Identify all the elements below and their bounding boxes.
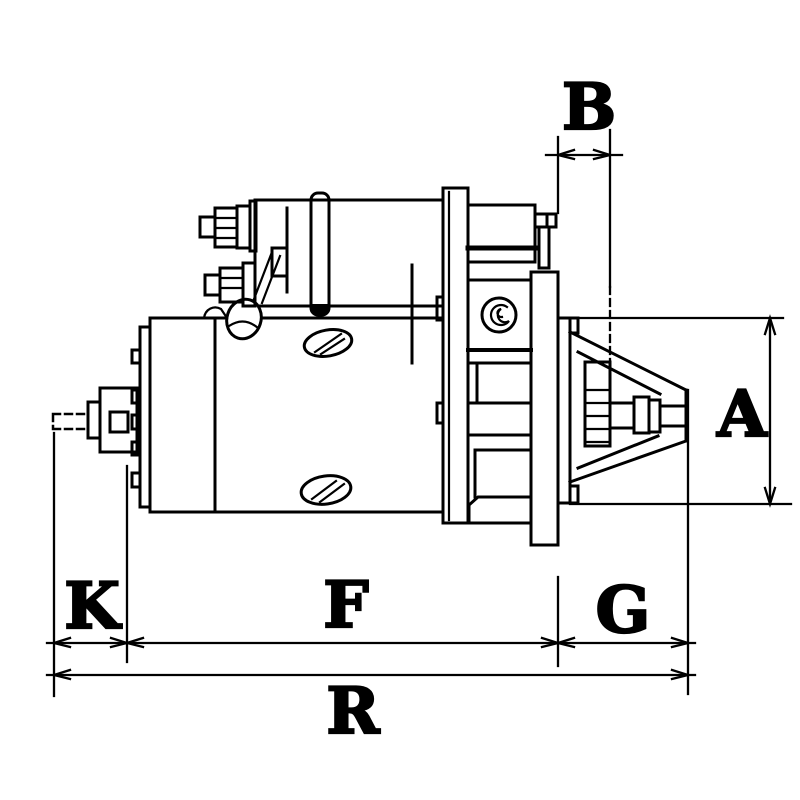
drive-housing [466,278,533,525]
pinion-shaft [608,401,636,430]
terminal-stud-lower [203,261,257,308]
mounting-flange [529,270,560,547]
dimension-arrowheads [49,148,777,681]
motor-body [148,263,445,514]
dimension-labels: B A K F G R [63,69,769,750]
dimension-annotations: B A K F G R [45,69,793,750]
extension-lines [52,128,793,698]
dimension-lines [45,153,772,677]
drive-end-bracket [556,316,689,505]
dimension-label-k: K [64,569,122,644]
dimension-label-g: G [596,573,651,648]
starter-motor [51,186,689,547]
pinion-gear [583,360,688,448]
body-screw-lower [299,474,353,506]
dimension-label-r: R [326,674,380,749]
dimension-label-a: A [716,377,768,452]
dimension-label-b: B [562,70,616,145]
rubber-boot [225,297,263,341]
solenoid-end-cap [465,203,558,270]
housing-screw-head [480,296,518,334]
bearing-plate [435,186,470,525]
terminal-stud-upper [198,199,258,253]
body-screw-upper [302,328,354,358]
dimension-label-f: F [323,568,368,643]
lever-pivot [270,246,289,278]
solenoid-band [309,191,331,317]
